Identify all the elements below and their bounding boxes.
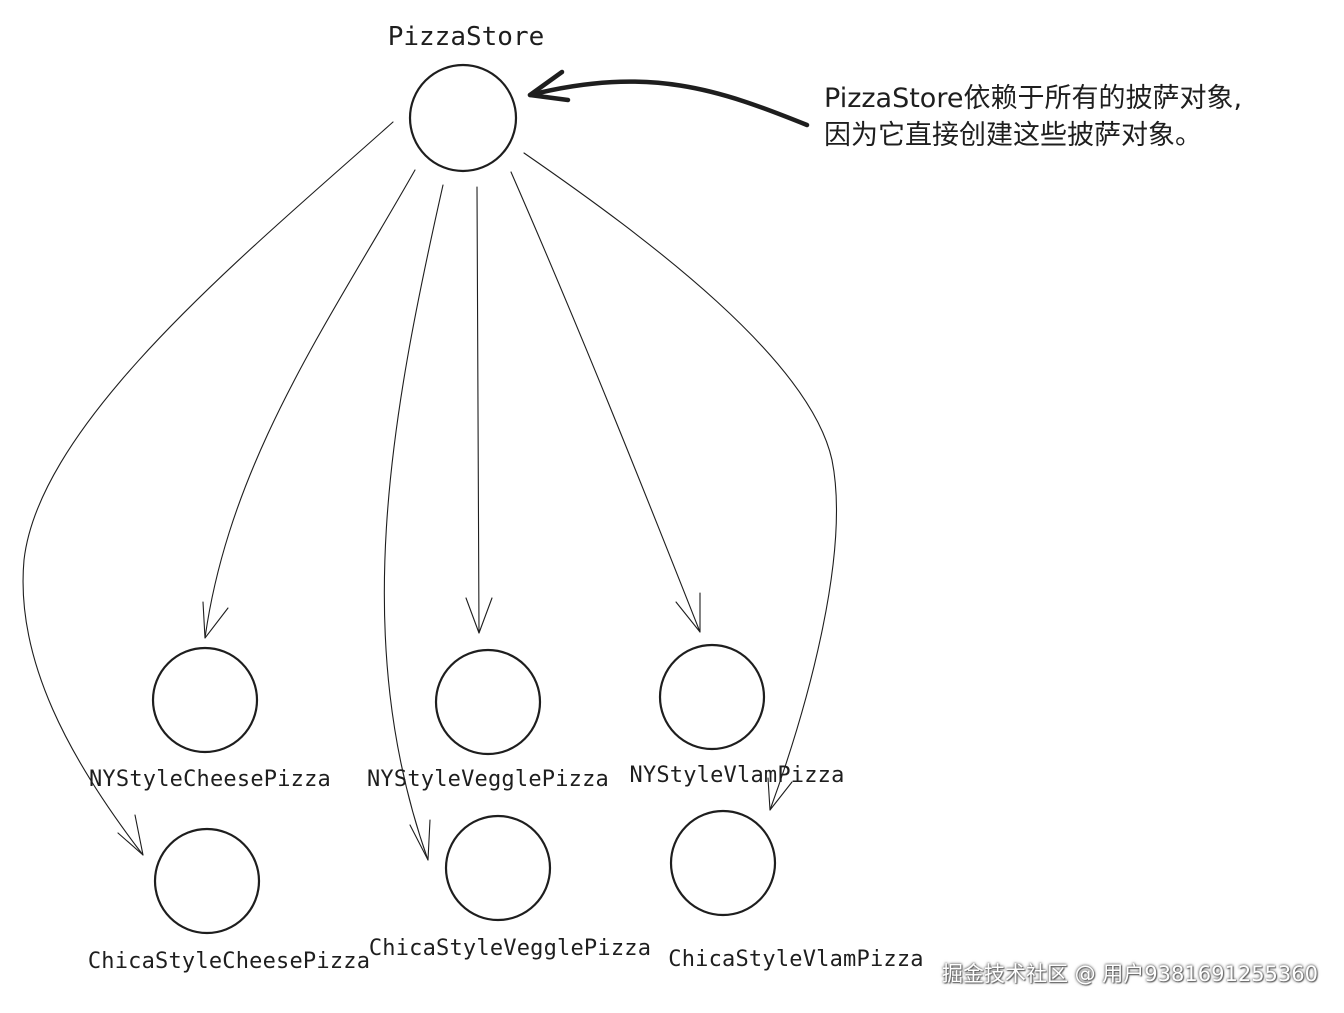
edge-to-ny-cheese xyxy=(202,169,416,639)
node-chica-vlam xyxy=(669,809,777,917)
node-ny-cheese xyxy=(151,646,259,754)
label-chica-vlam: ChicaStyleVlamPizza xyxy=(668,947,923,972)
node-chica-cheese xyxy=(153,827,261,935)
label-ny-cheese: NYStyleCheesePizza xyxy=(89,767,331,792)
edge-to-ny-vlam xyxy=(510,171,701,633)
note-line-2: 因为它直接创建这些披萨对象。 xyxy=(824,120,1202,151)
root-label: PizzaStore xyxy=(388,22,545,52)
label-ny-vlam: NYStyleVlamPizza xyxy=(629,763,844,788)
node-ny-vlam xyxy=(658,643,766,751)
callout-arrow xyxy=(527,69,810,128)
edge-to-chica-vlam xyxy=(523,152,837,811)
label-ny-veggle: NYStyleVegglePizza xyxy=(367,767,609,792)
watermark: 掘金技术社区 @ 用户9381691255360 xyxy=(941,962,1318,986)
dependency-note: PizzaStore依赖于所有的披萨对象, 因为它直接创建这些披萨对象。 xyxy=(824,80,1242,154)
edge-to-ny-veggle xyxy=(465,186,493,634)
node-chica-veggle xyxy=(444,814,552,922)
edge-to-chica-veggle xyxy=(383,184,444,861)
note-line-1: PizzaStore依赖于所有的披萨对象, xyxy=(824,83,1243,114)
edge-to-chica-cheese xyxy=(22,121,394,856)
label-chica-cheese: ChicaStyleCheesePizza xyxy=(88,949,370,974)
label-chica-veggle: ChicaStyleVegglePizza xyxy=(369,936,651,961)
root-node xyxy=(408,63,518,173)
node-ny-veggle xyxy=(434,648,542,756)
